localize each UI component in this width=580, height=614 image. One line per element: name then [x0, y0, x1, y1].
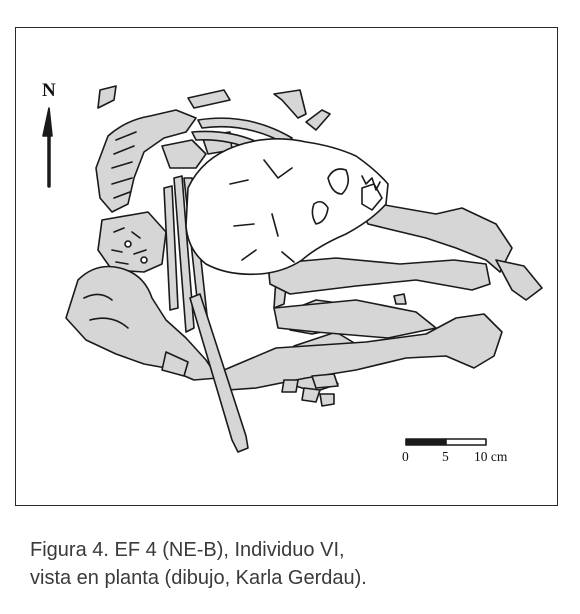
scale-bar [405, 438, 487, 446]
bone-fragments [97, 85, 407, 305]
skull [185, 138, 389, 276]
caption-line-2: vista en planta (dibujo, Karla Gerdau). [30, 567, 367, 589]
north-label: N [42, 80, 56, 101]
femur-upper [355, 199, 543, 301]
pelvis [65, 265, 219, 381]
scale-label-0: 0 [402, 449, 409, 464]
scale-label-5: 5 [442, 449, 449, 464]
figure-frame: N 0 5 10 cm [15, 27, 558, 506]
sacrum [97, 211, 167, 273]
radius [189, 293, 249, 453]
north-arrow-icon [42, 107, 53, 188]
hand-bones [281, 373, 339, 407]
skeleton-drawing [42, 85, 543, 453]
caption-line-1: Figura 4. EF 4 (NE-B), Individuo VI, [30, 539, 345, 561]
tibia-fibula [223, 257, 503, 391]
scale-label-10cm: 10 cm [474, 449, 508, 464]
figure-caption: Figura 4. EF 4 (NE-B), Individuo VI, vis… [30, 536, 560, 592]
